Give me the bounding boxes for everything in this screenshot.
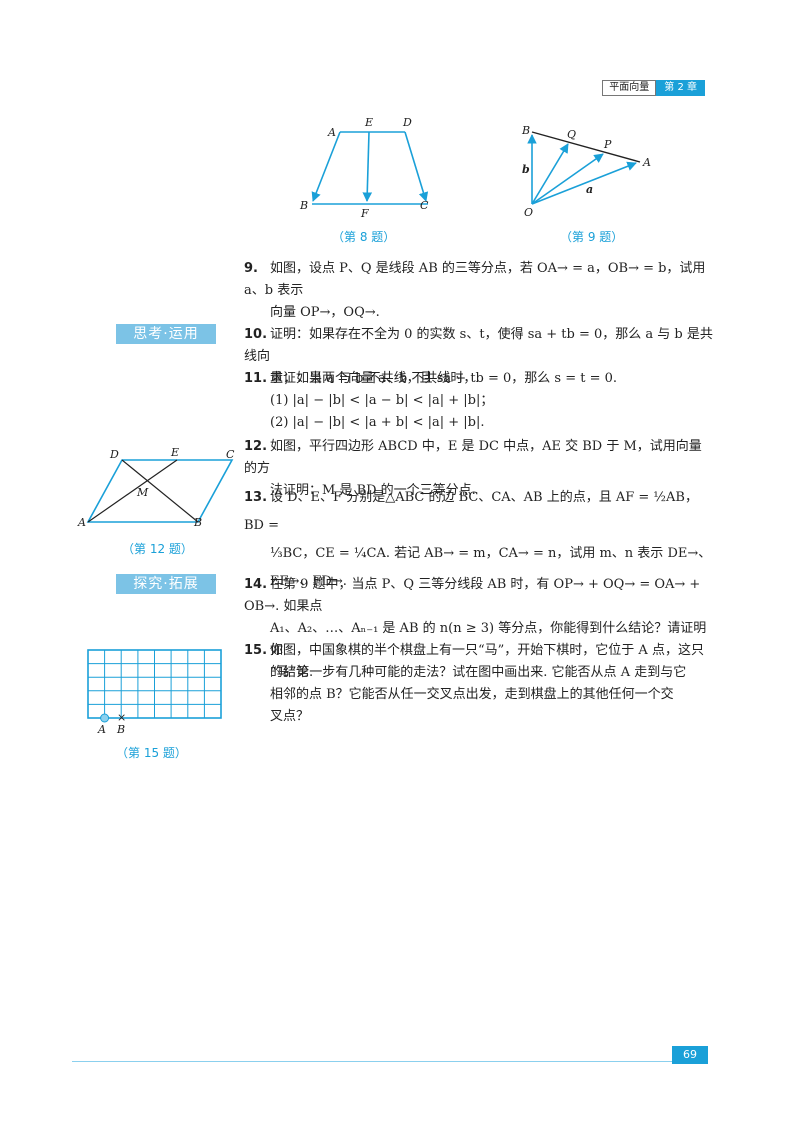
running-header: 平面向量 第 2 章	[602, 80, 705, 96]
fig12-line-DB	[121, 459, 199, 523]
problem-10: 10.证明：如果存在不全为 0 的实数 s、t，使得 sa + tb = 0，那…	[244, 324, 714, 390]
problem-12-line-1: 如图，平行四边形 ABCD 中，E 是 DC 中点，AE 交 BD 于 M，试用…	[244, 439, 702, 476]
problem-13: 13.设 D、E、F 分别是△ABC 的边 BC、CA、AB 上的点，且 AF …	[244, 484, 714, 596]
problem-10-line-2: 量；如果 a 与 b 不共线，且 sa + tb = 0，那么 s = t = …	[270, 371, 618, 386]
fig8-label-C: C	[420, 199, 429, 212]
fig9-label-B: B	[521, 124, 530, 137]
fig12-label-M: M	[136, 486, 149, 499]
fig9-vector-OQ	[531, 143, 569, 205]
fig8-vector-DC	[404, 131, 429, 202]
fig12-label-B: B	[193, 516, 202, 529]
problem-11: 11.求证：当两个向量 a、b 不共线时， (1) |a| − |b| < |a…	[244, 368, 714, 434]
problem-15-line-1: 如图，中国象棋的半个棋盘上有一只“马”，开始下棋时，它位于 A 点，这只	[270, 643, 704, 658]
fig8-label-E: E	[364, 116, 373, 129]
header-chapter-badge: 第 2 章	[656, 80, 705, 96]
fig8-vector-AB	[311, 131, 341, 202]
problem-13-line-2: ⅓BC，CE = ¼CA. 若记 AB→ = m，CA→ = n，试用 m、n …	[270, 546, 712, 589]
fig9-vector-OA	[531, 161, 637, 205]
problem-12-line-2: 法证明：M 是 BD 的一个三等分点.	[270, 483, 476, 498]
problem-15-line-3: 相邻的点 B？它能否从任一交叉点出发，走到棋盘上的其他任何一个交	[270, 687, 674, 702]
fig9-label-P: P	[603, 138, 612, 151]
problem-15-number: 15.	[244, 643, 268, 658]
problem-10-number: 10.	[244, 327, 268, 342]
problem-12: 12.如图，平行四边形 ABCD 中，E 是 DC 中点，AE 交 BD 于 M…	[244, 436, 714, 502]
fig12-label-E: E	[170, 446, 179, 459]
fig15-horse-piece	[100, 713, 110, 723]
problem-11-line-1: 求证：当两个向量 a、b 不共线时，	[270, 371, 477, 386]
fig8-label-F: F	[360, 207, 369, 220]
fig9-label-b: b	[522, 163, 530, 176]
fig15-grid	[87, 649, 222, 719]
section-tag-think: 思考·运用	[116, 324, 216, 344]
figure-9: B Q P A O b a	[521, 124, 651, 219]
fig9-label-O: O	[524, 206, 533, 219]
fig12-label-C: C	[226, 448, 235, 461]
fig12-label-D: D	[109, 448, 119, 461]
fig9-label-a: a	[586, 183, 593, 196]
footer-rule	[72, 1061, 708, 1062]
figure-8: A E D B F C	[299, 116, 429, 220]
problem-14: 14.在第 9 题中，当点 P、Q 三等分线段 AB 时，有 OP→ + OQ→…	[244, 574, 714, 684]
figure-12: D E C M A B	[77, 446, 235, 529]
problem-9-line-2: 向量 OP→，OQ→.	[270, 305, 380, 320]
problem-9: 9.如图，设点 P、Q 是线段 AB 的三等分点，若 OA→ = a，OB→ =…	[244, 258, 714, 324]
fig8-label-D: D	[402, 116, 412, 129]
problem-15-line-4: 叉点？	[270, 709, 310, 724]
fig15-caption: （第 15 题）	[116, 746, 187, 760]
problem-14-line-1: 在第 9 题中，当点 P、Q 三等分线段 AB 时，有 OP→ + OQ→ = …	[244, 577, 701, 614]
fig15-cross-mark: ×	[117, 711, 126, 724]
problem-15-line-2: “马”第一步有几种可能的走法？试在图中画出来. 它能否从点 A 走到与它	[270, 665, 687, 680]
problem-12-number: 12.	[244, 439, 268, 454]
problem-14-line-2: A₁、A₂、…、Aₙ₋₁ 是 AB 的 n(n ≥ 3) 等分点，你能得到什么结…	[270, 621, 707, 658]
problem-9-number: 9.	[244, 261, 258, 276]
problem-11-number: 11.	[244, 371, 268, 386]
fig9-vector-OP	[531, 153, 604, 205]
fig8-label-A: A	[327, 126, 336, 139]
fig12-line-AE	[87, 459, 178, 523]
problem-11-line-2: (1) |a| − |b| < |a − b| < |a| + |b|；	[270, 393, 494, 408]
fig9-label-A: A	[642, 156, 651, 169]
fig12-label-A: A	[77, 516, 86, 529]
problem-15: 15.如图，中国象棋的半个棋盘上有一只“马”，开始下棋时，它位于 A 点，这只 …	[244, 640, 714, 728]
page-number: 69	[672, 1046, 708, 1064]
problem-9-line-1: 如图，设点 P、Q 是线段 AB 的三等分点，若 OA→ = a，OB→ = b…	[244, 261, 706, 298]
fig8-label-B: B	[299, 199, 308, 212]
fig9-label-Q: Q	[567, 128, 576, 141]
fig9-caption: （第 9 题）	[560, 230, 624, 244]
figure-15: × A B	[87, 649, 222, 736]
problem-13-number: 13.	[244, 490, 268, 505]
fig9-segment-BA	[531, 131, 641, 163]
fig12-caption: （第 12 题）	[122, 542, 193, 556]
fig12-parallelogram	[86, 459, 234, 523]
problem-14-number: 14.	[244, 577, 268, 592]
fig15-label-A: A	[97, 723, 106, 736]
fig8-vector-EF	[362, 131, 373, 202]
section-tag-explore: 探究·拓展	[116, 574, 216, 594]
fig15-label-B: B	[116, 723, 125, 736]
problem-13-line-1: 设 D、E、F 分别是△ABC 的边 BC、CA、AB 上的点，且 AF = ½…	[244, 490, 698, 533]
problem-10-line-1: 证明：如果存在不全为 0 的实数 s、t，使得 sa + tb = 0，那么 a…	[244, 327, 713, 364]
problem-14-line-3: 的结论.	[270, 665, 314, 680]
fig8-caption: （第 8 题）	[332, 230, 396, 244]
problem-11-line-3: (2) |a| − |b| < |a + b| < |a| + |b|.	[270, 415, 485, 430]
header-section-title: 平面向量	[602, 80, 657, 96]
